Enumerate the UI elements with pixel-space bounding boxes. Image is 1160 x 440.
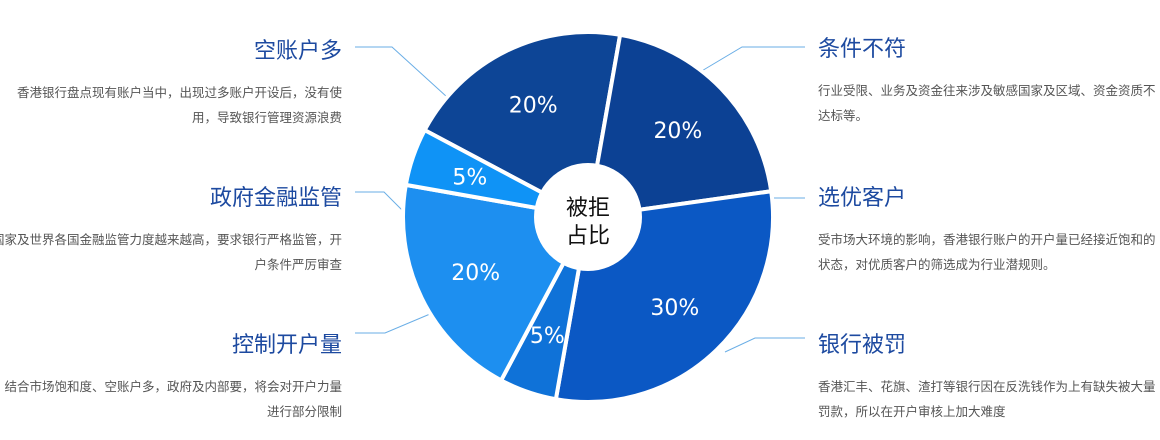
annotation-desc: 香港汇丰、花旗、渣打等银行因在反洗钱作为上有缺失被大量罚款，所以在开户审核上加大… bbox=[818, 379, 1156, 419]
annotation-title: 政府金融监管 bbox=[209, 186, 342, 211]
pie-slice-select-clients bbox=[586, 32, 774, 219]
annotation-title: 选优客户 bbox=[818, 186, 907, 211]
annotation-bank-penalized: 银行被罚 香港汇丰、花旗、渣打等银行因在反洗钱作为上有缺失被大量罚款，所以在开户… bbox=[818, 332, 1158, 424]
center-hole bbox=[534, 163, 642, 271]
annotation-title: 银行被罚 bbox=[818, 333, 907, 358]
slice-value-label: 20% bbox=[451, 261, 500, 286]
annotation-title: 条件不符 bbox=[818, 37, 907, 62]
slice-value-label: 5% bbox=[452, 165, 487, 190]
annotation-desc: 香港银行盘点现有账户当中，出现过多账户开设后，没有使用，导致银行管理资源浪费 bbox=[16, 85, 342, 125]
annotation-desc: 结合市场饱和度、空账户多，政府及内部要，将会对开户力量进行部分限制 bbox=[4, 379, 342, 419]
annotation-not-qualified: 条件不符 行业受限、业务及资金往来涉及敏感国家及区域、资金资质不达标等。 bbox=[818, 36, 1158, 128]
connector-line bbox=[355, 313, 431, 334]
slice-value-label: 20% bbox=[653, 119, 702, 144]
connector-line bbox=[699, 46, 805, 73]
slice-value-label: 30% bbox=[650, 296, 699, 321]
annotation-title: 空账户多 bbox=[253, 39, 342, 64]
slice-value-label: 5% bbox=[530, 324, 565, 349]
annotation-empty-accounts: 空账户多 香港银行盘点现有账户当中，出现过多账户开设后，没有使用，导致银行管理资… bbox=[2, 38, 342, 130]
center-label-line1: 被拒 bbox=[566, 196, 610, 221]
connector-line bbox=[724, 337, 805, 353]
connector-line bbox=[355, 46, 448, 98]
center-label-line2: 占比 bbox=[566, 224, 610, 249]
annotation-desc: 行业受限、业务及资金往来涉及敏感国家及区域、资金资质不达标等。 bbox=[818, 83, 1156, 123]
annotation-desc: 受市场大环境的影响，香港银行账户的开户量已经接近饱和的状态，对优质客户的筛选成为… bbox=[818, 232, 1156, 272]
annotation-select-clients: 选优客户 受市场大环境的影响，香港银行账户的开户量已经接近饱和的状态，对优质客户… bbox=[818, 185, 1158, 277]
connector-line bbox=[772, 197, 805, 232]
annotation-title: 控制开户量 bbox=[231, 333, 342, 358]
connector-line bbox=[355, 191, 405, 213]
annotation-gov-regulation: 政府金融监管 国家及世界各国金融监管力度越来越高，要求银行严格监管，开户条件严厉… bbox=[0, 185, 342, 277]
slice-value-label: 20% bbox=[509, 94, 558, 119]
annotation-desc: 国家及世界各国金融监管力度越来越高，要求银行严格监管，开户条件严厉审查 bbox=[0, 232, 343, 272]
annotation-control-volume: 控制开户量 结合市场饱和度、空账户多，政府及内部要，将会对开户力量进行部分限制 bbox=[0, 332, 342, 424]
